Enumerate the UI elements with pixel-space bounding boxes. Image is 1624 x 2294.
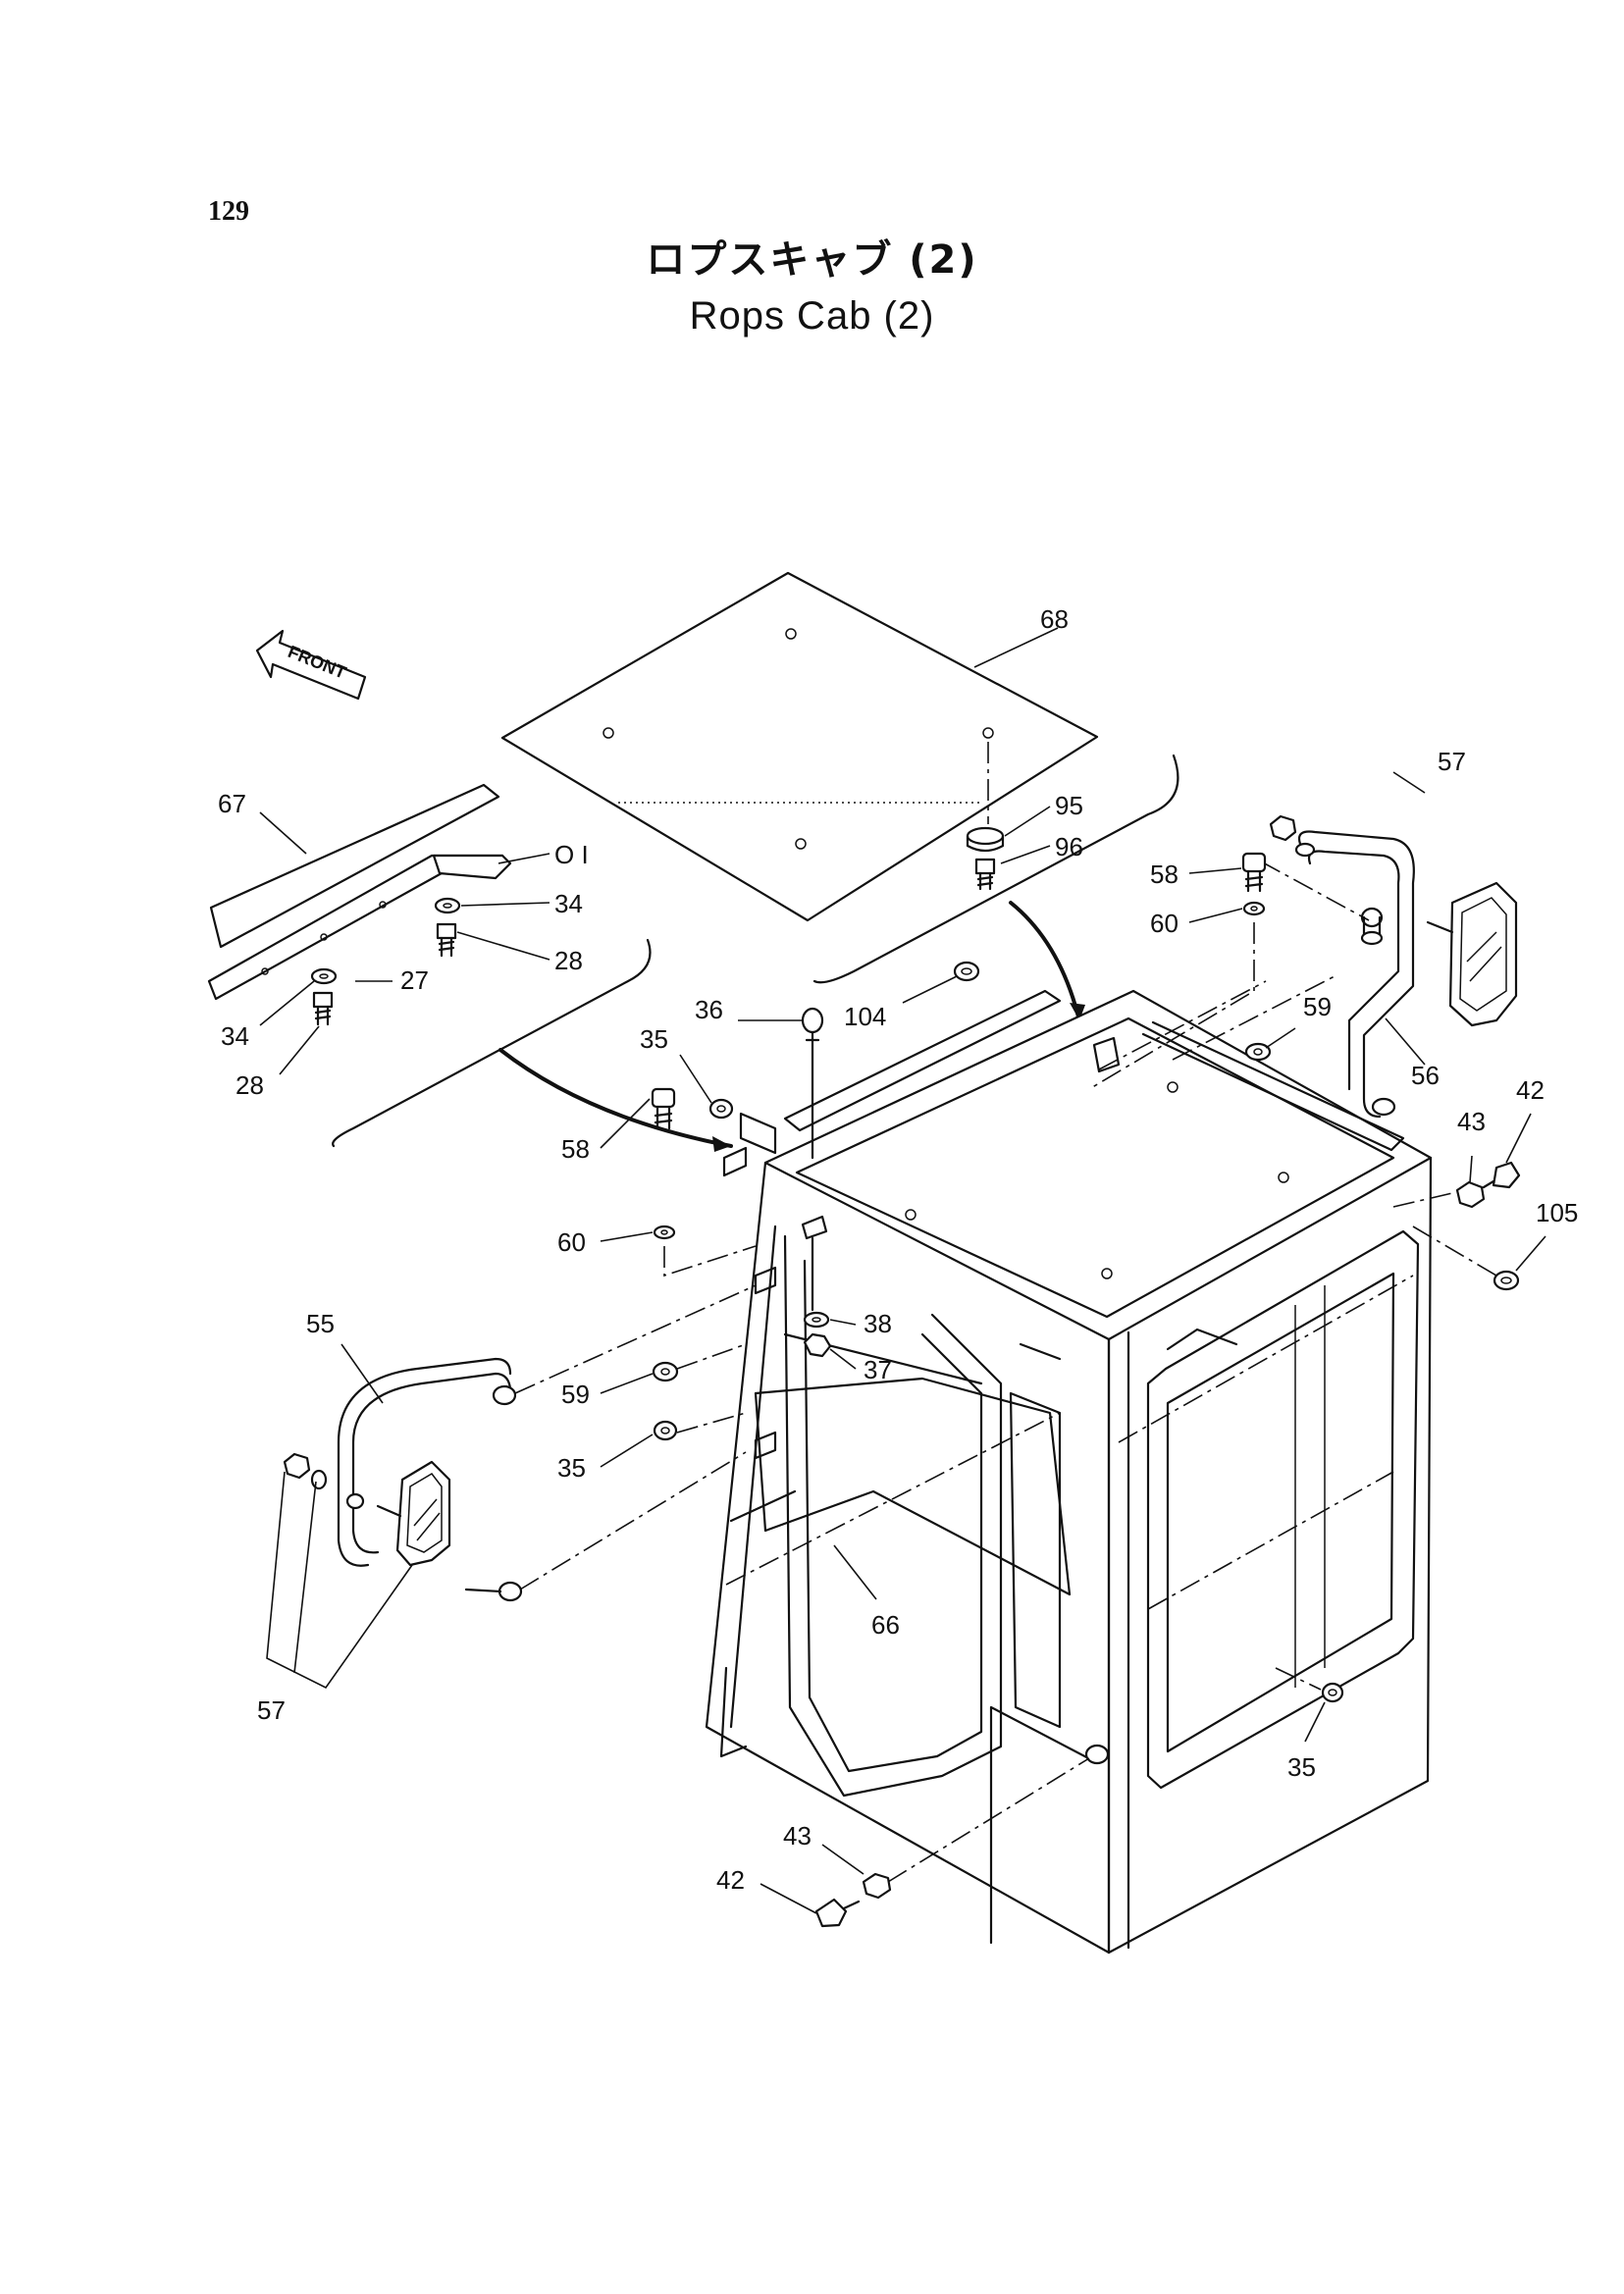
detail-arc-top xyxy=(812,754,1179,984)
rear-stay-bracket xyxy=(739,1112,777,1155)
callout-96: 96 xyxy=(1055,832,1083,861)
left-mirror-fittings xyxy=(283,1452,365,1510)
callout-60-lower: 60 xyxy=(557,1227,586,1257)
callout-57-right: 57 xyxy=(1438,747,1466,776)
knob-bolt-42-upper xyxy=(1482,1161,1521,1189)
callout-43-upper: 43 xyxy=(1457,1107,1486,1136)
bolt-28-lower xyxy=(312,991,334,1026)
title-english: Rops Cab (2) xyxy=(689,294,935,338)
callout-43-lower: 43 xyxy=(783,1821,812,1851)
nut-43-upper xyxy=(1455,1180,1486,1209)
callout-35-upper: 35 xyxy=(640,1024,668,1054)
callout-35-lower-left: 35 xyxy=(557,1453,586,1483)
washer-60-upper xyxy=(1242,901,1266,916)
title-japanese: ロプスキャブ (2) xyxy=(646,237,978,283)
callout-42-lower: 42 xyxy=(716,1865,745,1895)
nut-43-lower xyxy=(862,1872,892,1900)
pointer-arc-left xyxy=(498,1048,733,1148)
page-number: 129 xyxy=(208,196,249,227)
callout-59-upper: 59 xyxy=(1303,992,1332,1021)
callout-59-lower: 59 xyxy=(561,1380,590,1409)
bush-35-lower-left xyxy=(653,1420,678,1441)
mirror-right xyxy=(1426,881,1518,1027)
bush-35-upper xyxy=(708,1098,734,1120)
callout-28-lower: 28 xyxy=(236,1070,264,1100)
roof-clamp xyxy=(1092,980,1267,1073)
rubber-mount-95 xyxy=(966,742,1005,853)
washer-34-lower xyxy=(310,967,338,985)
callout-56: 56 xyxy=(1411,1061,1440,1090)
leader-57-left xyxy=(266,1471,413,1690)
detail-arc-left xyxy=(332,938,652,1148)
callout-35-right: 35 xyxy=(1287,1752,1316,1782)
bush-104 xyxy=(953,961,980,982)
callout-28-upper: 28 xyxy=(554,946,583,975)
roof-panel-68 xyxy=(500,571,1099,922)
callout-57-left: 57 xyxy=(257,1695,286,1725)
callout-42-upper: 42 xyxy=(1516,1075,1545,1105)
bolt-58-lower xyxy=(651,1087,676,1130)
callout-104: 104 xyxy=(844,1002,886,1031)
nut-37 xyxy=(803,1332,832,1358)
callout-38: 38 xyxy=(864,1309,892,1338)
callout-60-upper: 60 xyxy=(1150,909,1179,938)
bracket-01 xyxy=(432,854,512,880)
eye-bolt-36 xyxy=(801,1007,828,1312)
callout-66: 66 xyxy=(871,1610,900,1640)
pointer-arrowhead-top xyxy=(1070,1003,1085,1020)
handle-bush xyxy=(1084,1744,1110,1765)
bush-35-right xyxy=(1321,1682,1344,1703)
callout-58-upper: 58 xyxy=(1150,860,1179,889)
right-mirror-fittings xyxy=(1260,814,1396,1117)
cap-105 xyxy=(1493,1270,1520,1291)
callout-95: 95 xyxy=(1055,791,1083,820)
callout-55: 55 xyxy=(306,1309,335,1338)
washer-60-lower xyxy=(653,1225,676,1240)
nut-59-lower xyxy=(652,1361,679,1382)
callout-34-upper: 34 xyxy=(554,889,583,918)
seal-strip-67 xyxy=(209,783,500,949)
knob-bolt-42-lower xyxy=(814,1898,861,1928)
mirror-left xyxy=(376,1460,451,1567)
nut-59-upper xyxy=(1244,1042,1272,1062)
washer-34-upper xyxy=(434,897,461,914)
callout-58-lower: 58 xyxy=(561,1134,590,1164)
washer-38 xyxy=(803,1311,830,1329)
callout-68: 68 xyxy=(1040,604,1069,634)
callout-105: 105 xyxy=(1536,1198,1578,1227)
pointer-arrowhead-left xyxy=(712,1136,731,1152)
callout-01: O I xyxy=(554,840,589,869)
front-arrow: FRONT xyxy=(255,629,367,701)
callout-34-lower: 34 xyxy=(221,1021,249,1051)
acoustic-panel-66 xyxy=(754,1377,1072,1596)
bolt-58-upper xyxy=(1241,852,1267,893)
callout-36: 36 xyxy=(695,995,723,1024)
callout-27: 27 xyxy=(400,965,429,995)
callout-37: 37 xyxy=(864,1355,892,1384)
bolt-96 xyxy=(974,858,996,891)
mirror-stay-56 xyxy=(1297,830,1415,1119)
bolt-28-upper xyxy=(436,922,457,958)
cab-body xyxy=(705,989,1433,1955)
callout-67: 67 xyxy=(218,789,246,818)
mirror-stay-55 xyxy=(337,1357,523,1602)
